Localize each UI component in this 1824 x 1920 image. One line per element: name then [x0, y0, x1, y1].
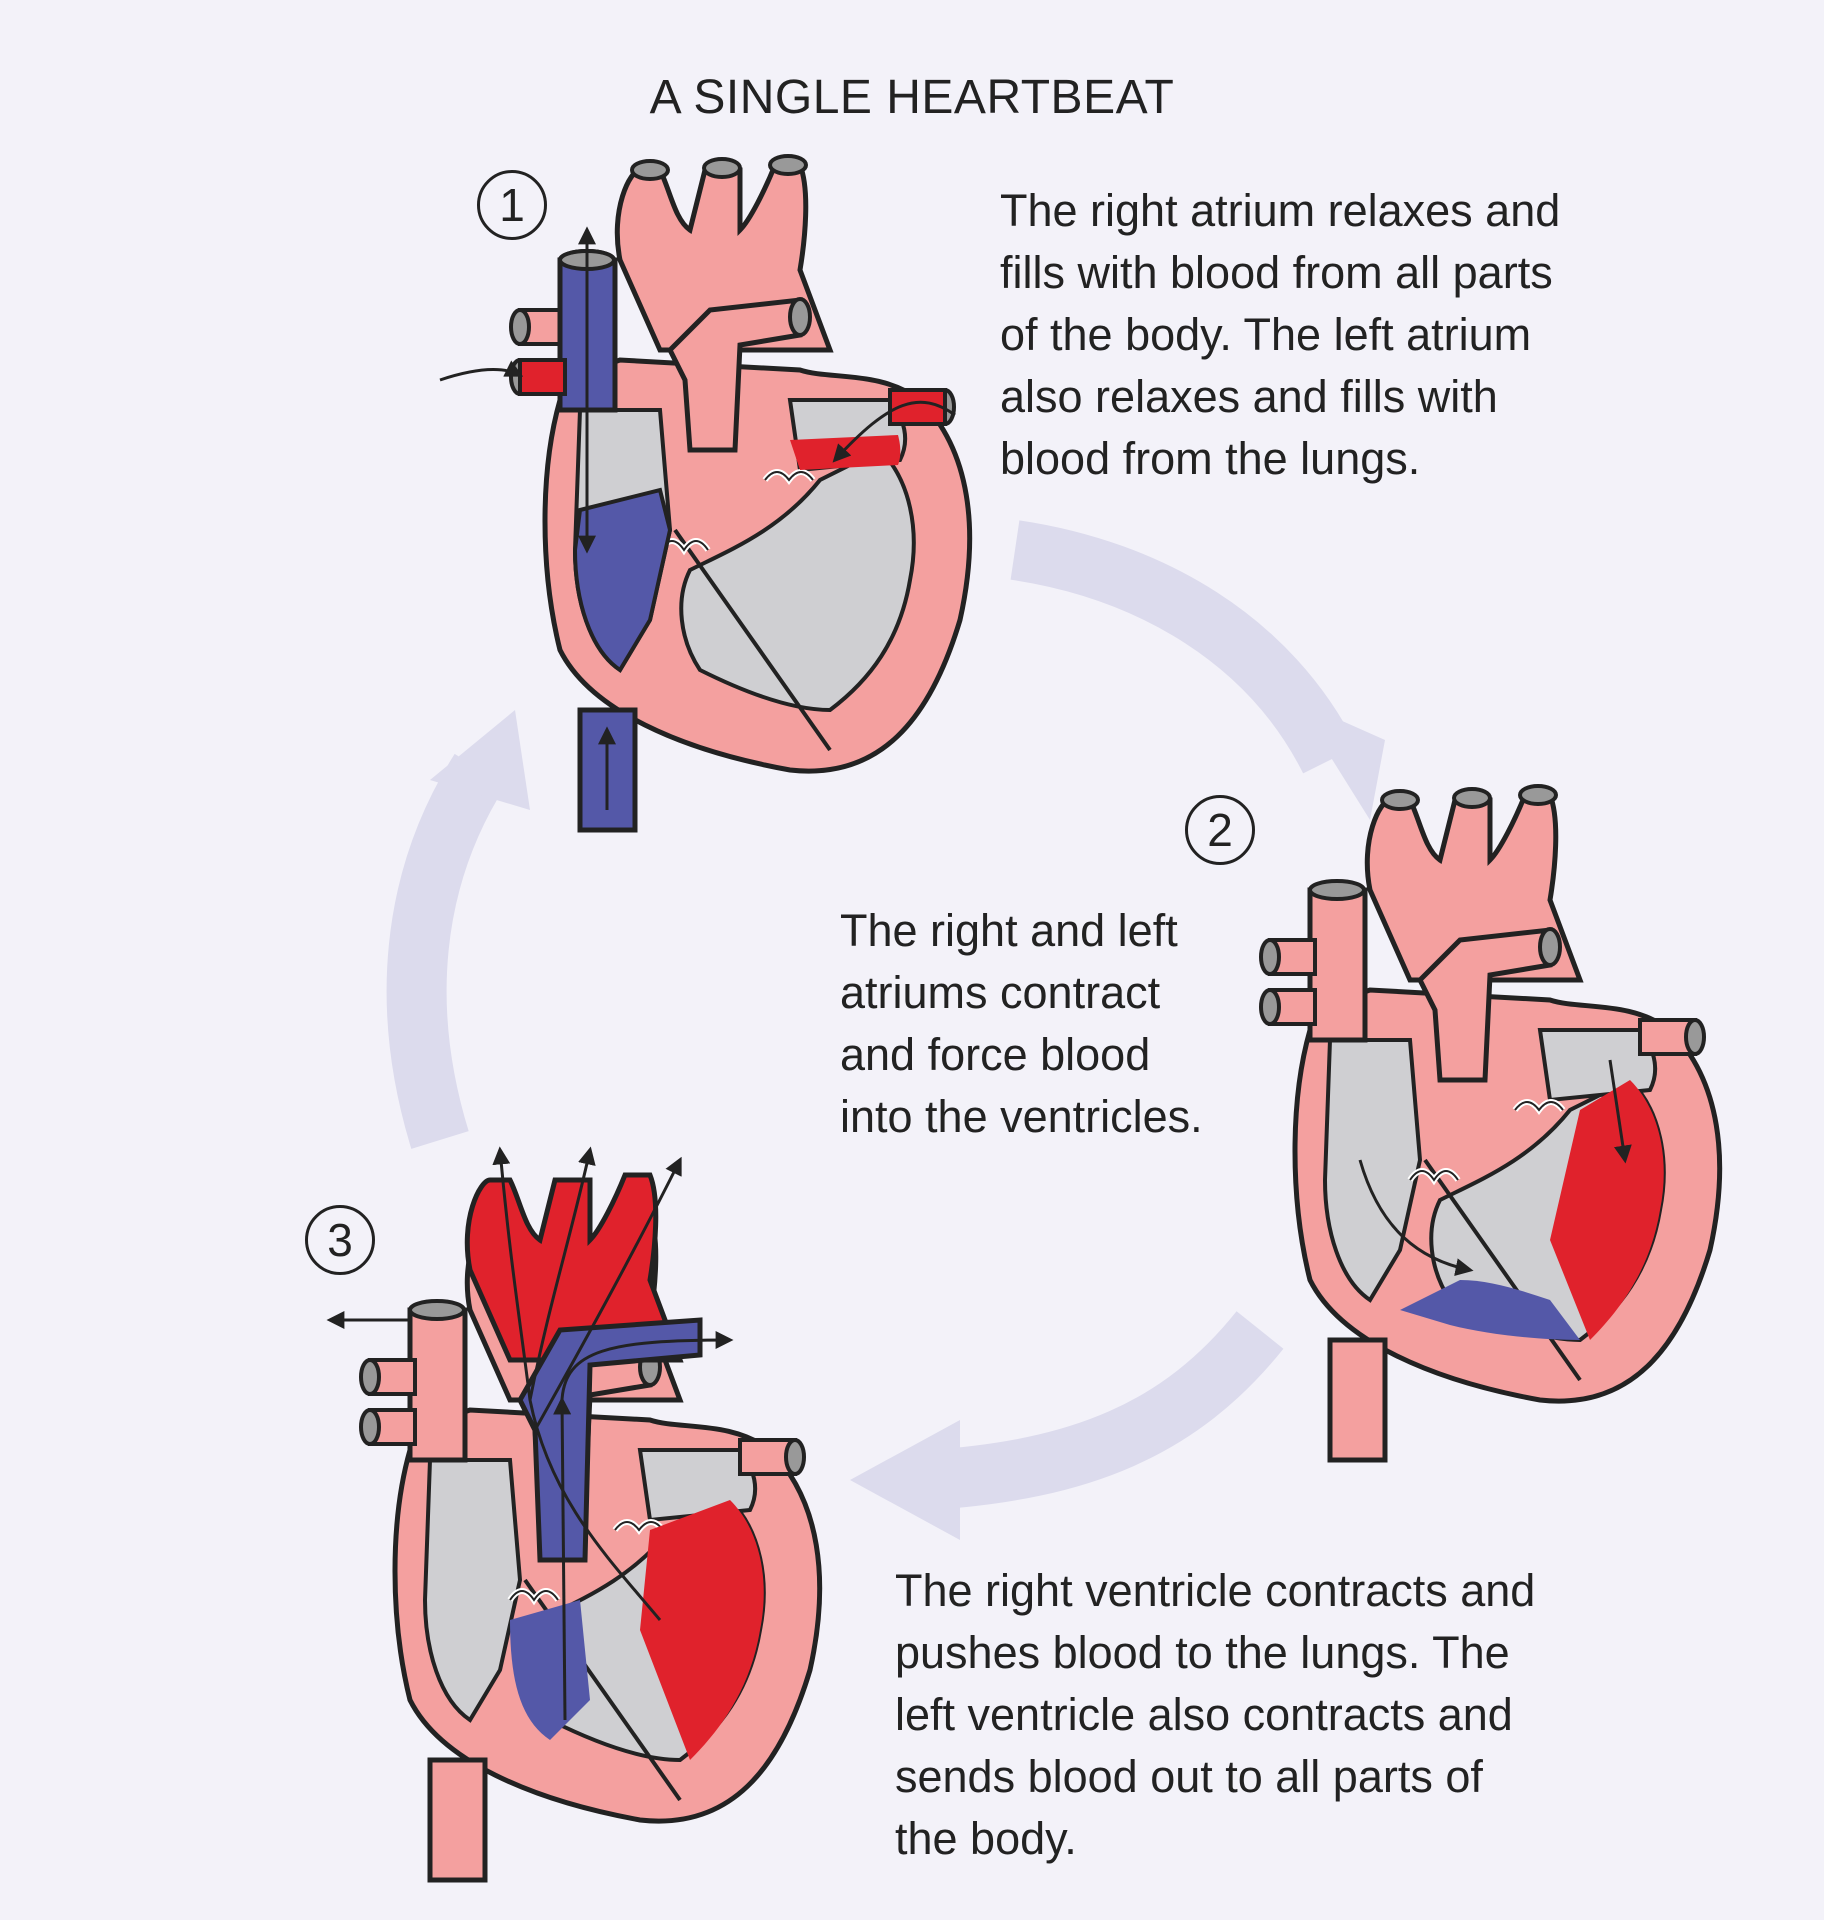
step-3-line: sends blood out to all parts of	[895, 1751, 1483, 1802]
step-1-line: fills with blood from all parts	[1000, 247, 1553, 298]
step-2-line: atriums contract	[840, 967, 1161, 1018]
step-3-line: left ventricle also contracts and	[895, 1689, 1513, 1740]
heart-step-2	[1261, 786, 1720, 1460]
cycle-arrow-1-to-2-head	[1295, 700, 1385, 820]
step-3-description: The right ventricle contracts and pushes…	[895, 1560, 1535, 1870]
step-2-description: The right and left atriums contract and …	[840, 900, 1203, 1148]
step-1-description: The right atrium relaxes and fills with …	[1000, 180, 1560, 490]
step-1-line: blood from the lungs.	[1000, 433, 1421, 484]
heart-step-1	[439, 156, 970, 830]
cycle-arrow-2-to-3-head	[850, 1420, 960, 1540]
step-3-line: pushes blood to the lungs. The	[895, 1627, 1510, 1678]
step-1-line: of the body. The left atrium	[1000, 309, 1532, 360]
cycle-arrow-2-to-3	[927, 1311, 1284, 1510]
step-3-line: The right ventricle contracts and	[895, 1565, 1536, 1616]
step-3-number: 3	[305, 1205, 375, 1275]
step-2-line: and force blood	[840, 1029, 1151, 1080]
step-3-line: the body.	[895, 1813, 1077, 1864]
diagram-title: A SINGLE HEARTBEAT	[649, 71, 1175, 124]
step-2-line: into the ventricles.	[840, 1091, 1203, 1142]
cycle-arrow-3-to-1-head	[430, 710, 530, 810]
step-1-line: also relaxes and fills with	[1000, 371, 1498, 422]
step-1-line: The right atrium relaxes and	[1000, 185, 1561, 236]
cycle-arrow-3-to-1	[386, 753, 506, 1149]
step-1-number: 1	[477, 170, 547, 240]
step-2-number: 2	[1185, 795, 1255, 865]
step-2-line: The right and left	[840, 905, 1178, 956]
heart-step-3	[326, 1146, 820, 1880]
cycle-arrow-1-to-2	[1010, 520, 1357, 774]
